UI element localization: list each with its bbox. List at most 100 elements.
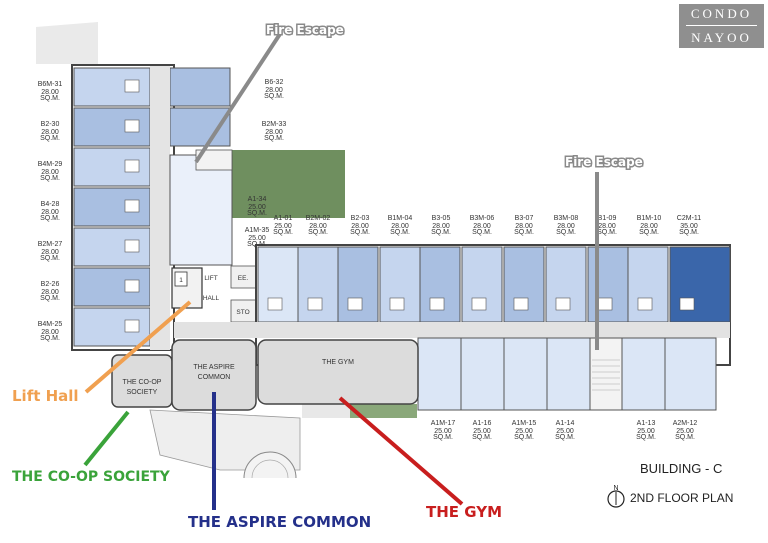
bathroom	[471, 297, 487, 311]
gym-callout: THE GYM	[426, 503, 502, 521]
bathroom	[124, 159, 140, 173]
unit-code: B2-03	[351, 215, 370, 222]
unit-area: 28.00	[391, 223, 409, 230]
unit-code: A2M-12	[673, 420, 698, 427]
unit-sqm: SQ.M.	[264, 93, 284, 100]
unit-code: B3M-06	[470, 215, 495, 222]
unit-area: 28.00	[265, 129, 283, 136]
unit-area: 28.00	[41, 89, 59, 96]
top-unit-block	[297, 246, 339, 323]
unit-area: 25.00	[515, 428, 533, 435]
unit-area: 28.00	[309, 223, 327, 230]
building-label: BUILDING - C	[640, 461, 723, 476]
fire-escape-top-pointer	[194, 32, 282, 164]
unit-area: 28.00	[432, 223, 450, 230]
aspire-label-2: COMMON	[198, 374, 231, 381]
unit-area: 28.00	[557, 223, 575, 230]
garden-strip	[345, 404, 417, 418]
stair-bottom	[589, 337, 623, 411]
stair-treads	[592, 359, 620, 391]
unit-area: 25.00	[434, 428, 452, 435]
adjacent-building	[36, 22, 98, 64]
garden-area	[232, 150, 345, 218]
inner-unit-block	[169, 67, 231, 107]
unit-code: A1-34	[248, 196, 267, 203]
bathroom	[637, 297, 653, 311]
unit-code: A1M-15	[512, 420, 537, 427]
lift-hall-label-1: LIFT	[204, 275, 217, 282]
top-unit-block	[379, 246, 421, 323]
main-corridor	[174, 322, 730, 338]
unit-code: B3-05	[432, 215, 451, 222]
bathroom	[347, 297, 363, 311]
unit-sqm: SQ.M.	[639, 229, 659, 236]
unit-sqm: SQ.M.	[40, 295, 60, 302]
unit-code: B3-07	[515, 215, 534, 222]
unit-area: 28.00	[41, 129, 59, 136]
unit-code: B2-26	[41, 281, 60, 288]
unit-area: 28.00	[41, 329, 59, 336]
unit-code: B4M-29	[38, 161, 63, 168]
left-column-units	[73, 67, 151, 347]
top-unit-block	[587, 246, 629, 323]
unit-labels: B6M-3128.00SQ.M.B2-3028.00SQ.M.B4M-2928.…	[38, 79, 702, 441]
unit-sqm: SQ.M.	[514, 434, 534, 441]
bathroom	[124, 119, 140, 133]
unit-code: B2M-33	[262, 121, 287, 128]
aspire-common-callout: THE ASPIRE COMMON	[188, 513, 371, 531]
unit-sqm: SQ.M.	[40, 335, 60, 342]
unit-code: A1-16	[473, 420, 492, 427]
bathroom	[124, 199, 140, 213]
unit-code: B6M-31	[38, 81, 63, 88]
unit-sqm: SQ.M.	[350, 229, 370, 236]
ee-room-label: EE.	[238, 275, 249, 282]
unit-area: 25.00	[248, 235, 266, 242]
unit-code: B1M-10	[637, 215, 662, 222]
unit-sqm: SQ.M.	[40, 215, 60, 222]
unit-sqm: SQ.M.	[40, 135, 60, 142]
unit-sqm: SQ.M.	[40, 95, 60, 102]
unit-sqm: SQ.M.	[636, 434, 656, 441]
unit-code: A1-14	[556, 420, 575, 427]
unit-code: B4-28	[41, 201, 60, 208]
unit-area: 25.00	[556, 428, 574, 435]
unit-code: B4M-25	[38, 321, 63, 328]
bathroom	[597, 297, 613, 311]
unit-sqm: SQ.M.	[679, 229, 699, 236]
unit-area: 25.00	[473, 428, 491, 435]
bathroom	[124, 239, 140, 253]
gym-pointer	[338, 396, 464, 506]
top-unit-block	[337, 246, 379, 323]
aspire-label-1: THE ASPIRE	[193, 364, 235, 371]
lift-car	[174, 271, 188, 287]
unit-code: B1M-04	[388, 215, 413, 222]
top-unit-block	[503, 246, 545, 323]
unit-sqm: SQ.M.	[514, 229, 534, 236]
unit-code: B2M-27	[38, 241, 63, 248]
unit-sqm: SQ.M.	[264, 135, 284, 142]
bathroom	[555, 297, 571, 311]
unit-code: A1-01	[274, 215, 293, 222]
left-wing-inner-units	[169, 67, 231, 147]
lift-number: 1	[179, 277, 183, 284]
unit-sqm: SQ.M.	[247, 241, 267, 248]
unit-sqm: SQ.M.	[390, 229, 410, 236]
logo-line-1: CONDO	[690, 6, 753, 21]
top-row-units	[257, 246, 731, 323]
lift-hall-callout: Lift Hall	[12, 387, 79, 405]
unit-sqm: SQ.M.	[597, 229, 617, 236]
